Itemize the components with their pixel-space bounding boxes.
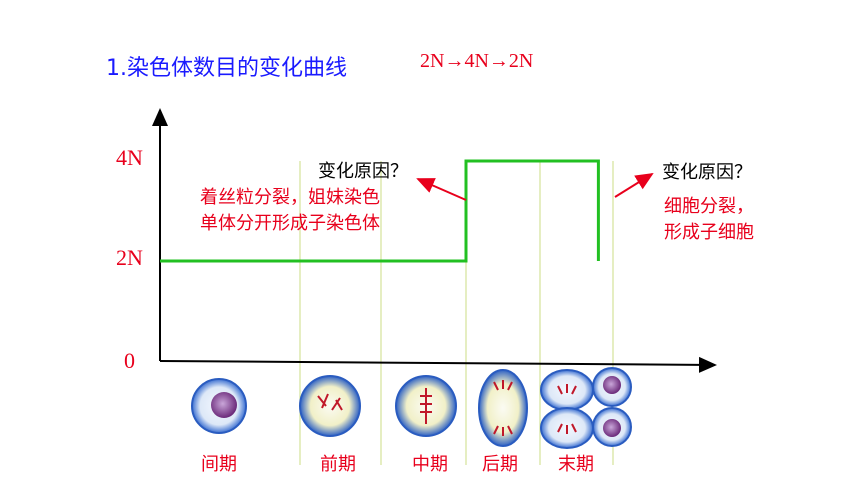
x-axis [159,356,717,373]
right-arrow [614,172,654,198]
left-arrow [416,178,467,201]
left-answer-line-1: 着丝粒分裂，姐妹染色 [200,187,380,208]
slide-title: 1.染色体数目的变化曲线 [106,56,347,81]
anaphase-cell [478,369,528,447]
y-tick-2n: 2N [116,245,143,270]
right-answer-line-2: 形成子细胞 [664,222,754,243]
y-tick-0: 0 [124,348,135,373]
y-tick-4n: 4N [116,145,143,170]
stage-label-telophase: 末期 [558,454,594,475]
stage-label-anaphase: 后期 [482,454,518,475]
right-question: 变化原因？ [662,162,752,183]
ploidy-formula: 2N→4N→2N [420,50,534,72]
metaphase-cell [395,375,457,437]
stage-label-interphase: 间期 [201,454,237,475]
stage-label-prophase: 前期 [320,454,356,475]
chromosome-count-line [160,159,600,263]
stage-label-metaphase: 中期 [412,454,448,475]
right-answer: 细胞分裂， 形成子细胞 [664,194,754,246]
right-answer-line-1: 细胞分裂， [664,196,754,217]
left-answer: 着丝粒分裂，姐妹染色 单体分开形成子染色体 [200,185,380,237]
left-answer-line-2: 单体分开形成子染色体 [200,213,380,234]
interphase-cell [191,378,247,434]
telophase-cell [540,367,632,449]
prophase-cell [299,375,361,437]
left-question: 变化原因？ [318,161,408,182]
